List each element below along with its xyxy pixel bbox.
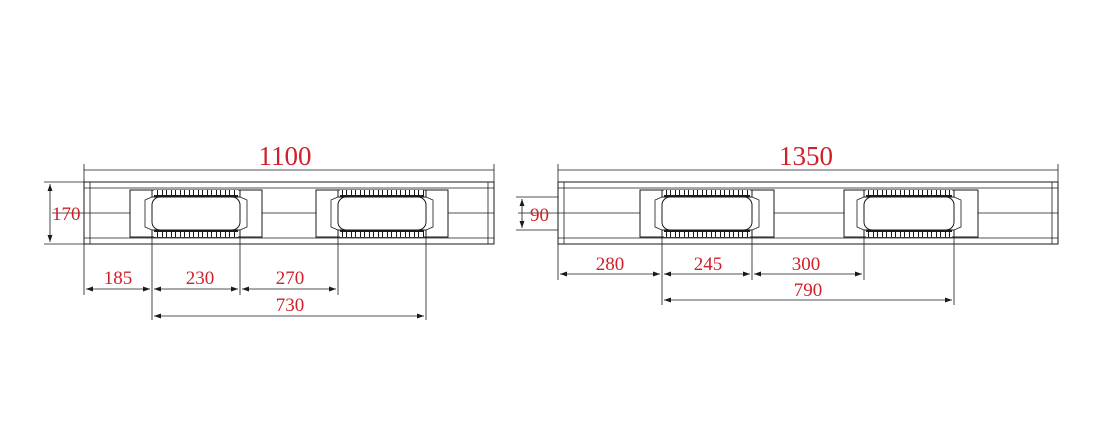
- left-pallet-block-2: [315, 189, 449, 238]
- label-300: 300: [792, 254, 821, 275]
- left-pallet-block-1: [129, 189, 263, 238]
- label-170: 170: [52, 204, 81, 225]
- label-790: 790: [794, 280, 823, 301]
- dim-1350: 1350: [557, 141, 1059, 184]
- dim-185: 185: [86, 268, 150, 292]
- right-pallet-block-2: [843, 189, 979, 238]
- dim-730: 730: [154, 295, 424, 319]
- dim-1100: 1100: [83, 141, 495, 184]
- label-1350: 1350: [779, 141, 833, 171]
- label-230: 230: [186, 268, 215, 289]
- label-1100: 1100: [259, 141, 312, 171]
- dim-270: 270: [242, 268, 336, 292]
- right-pallet-body: [518, 181, 1059, 245]
- dim-230: 230: [154, 268, 238, 292]
- dim-300: 300: [754, 254, 862, 277]
- dim-790: 790: [664, 280, 952, 303]
- dim-280: 280: [560, 254, 660, 277]
- label-185: 185: [104, 268, 133, 289]
- dim-170: 170: [44, 181, 84, 245]
- dim-245: 245: [664, 254, 750, 277]
- right-pallet-block-1: [639, 189, 775, 238]
- left-pallet-body: [52, 181, 495, 245]
- dim-90: 90: [516, 196, 558, 231]
- label-245: 245: [694, 254, 723, 275]
- label-280: 280: [596, 254, 625, 275]
- label-90: 90: [530, 205, 549, 226]
- label-730: 730: [276, 295, 305, 316]
- right-pallet-view: 1350: [516, 141, 1059, 305]
- label-270: 270: [276, 268, 305, 289]
- left-pallet-view: 1100: [44, 141, 495, 320]
